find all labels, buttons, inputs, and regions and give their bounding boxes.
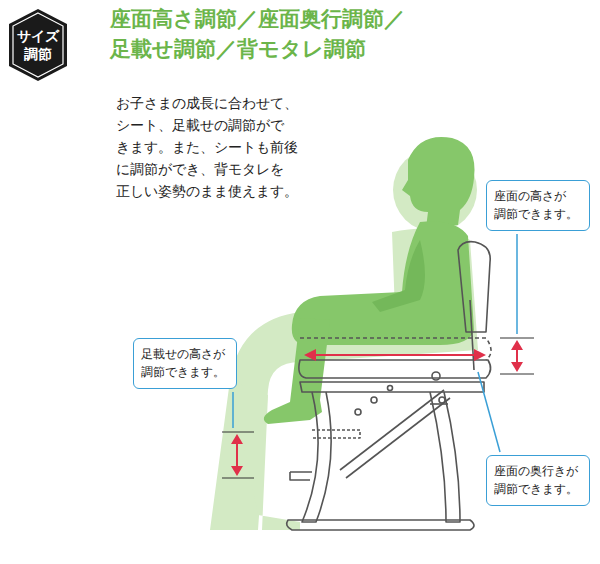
callout-box: 座面の高さが 調節できます。 (486, 180, 590, 231)
chair-part (312, 430, 360, 438)
chair-part (439, 397, 445, 403)
measure-ticks-part (500, 338, 534, 339)
node-text: 足載せの高さが 調節できます。 (141, 345, 229, 381)
chair-part (299, 360, 491, 378)
adjust-arrows-part (304, 349, 316, 361)
adjust-arrows-part (474, 349, 486, 361)
callout-box: 足載せの高さが 調節できます。 (133, 338, 237, 389)
chair-part (432, 372, 440, 380)
adjust-arrows-part (511, 362, 523, 372)
adjust-arrows-part (236, 440, 238, 470)
chair-part (302, 392, 331, 522)
leader-lines (233, 234, 517, 452)
child-figure (264, 137, 475, 424)
chair-part (340, 390, 444, 470)
node-text: サイズ 調節 (16, 27, 61, 63)
chair-part (388, 386, 393, 391)
measure-ticks-part (222, 432, 254, 433)
chair-part (458, 242, 490, 332)
measure-ticks-part (222, 478, 254, 479)
badge-outline (9, 9, 67, 81)
leader-lines-part (516, 234, 518, 334)
callout-box: 座面の奥行きが 調節できます。 (486, 455, 590, 506)
child-figure-part (372, 240, 425, 312)
node-text: 座面の奥行きが 調節できます。 (494, 462, 582, 498)
chair-part (430, 392, 460, 522)
leader-lines-part (232, 392, 234, 428)
adjust-arrows-part (511, 340, 523, 350)
adjust-arrows-part (231, 434, 243, 444)
title: 座面高さ調節／座面奥行調節／ 足載せ調節／背モタレ調節 (110, 4, 410, 64)
leader-lines-part (478, 372, 500, 452)
chair-part (355, 409, 361, 415)
adjust-arrows-part (312, 354, 478, 356)
adjust-arrows (231, 340, 523, 476)
badge-inner-line (13, 13, 63, 77)
chair (287, 242, 491, 530)
chair-part (300, 382, 484, 392)
node-text: 座面の高さが 調節できます。 (494, 187, 582, 223)
chair-part (371, 397, 377, 403)
chair-part (300, 338, 491, 360)
size-badge: サイズ 調節 (8, 8, 68, 82)
chair-part (290, 472, 312, 480)
measure-ticks-part (500, 374, 534, 375)
chair-part (287, 520, 474, 530)
chair-part (430, 403, 448, 405)
badge-shape (8, 8, 68, 82)
description-text: お子さまの成長に合わせて、 シート、足載せの調節がで きます。また、シートも前後… (116, 92, 308, 202)
child-figure-part (264, 318, 330, 424)
child-figure-part (402, 137, 475, 228)
adjust-arrows-part (231, 466, 243, 476)
chair-part (346, 398, 450, 478)
